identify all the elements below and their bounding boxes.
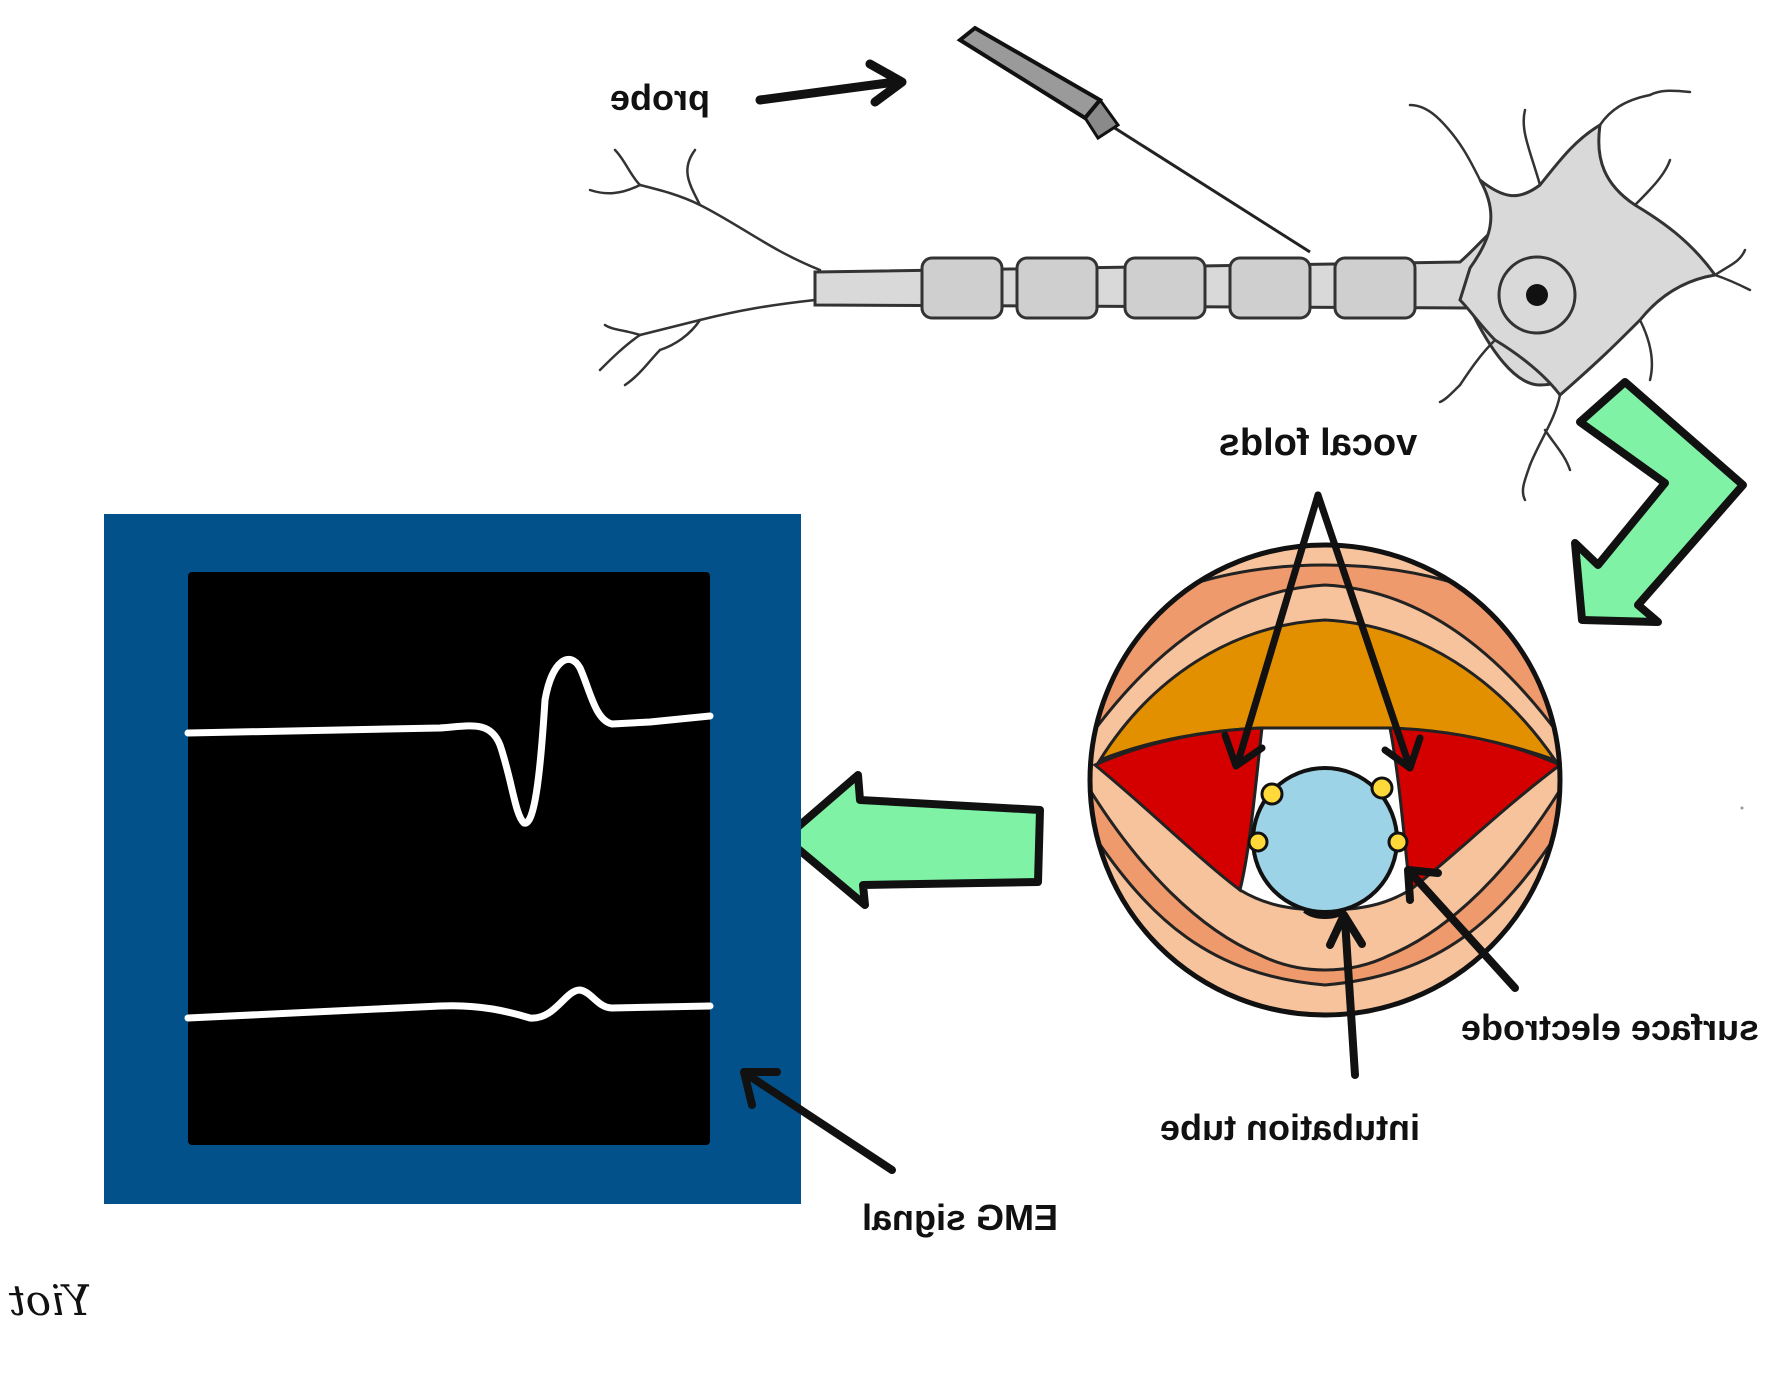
emg-trace-upper <box>184 655 714 827</box>
intubation-tube-pointer <box>1326 911 1366 1079</box>
larynx-cross-section-icon <box>1087 491 1563 1018</box>
flow-arrow-to-larynx <box>1571 378 1747 626</box>
emg-signal-label: EMG signal <box>862 1197 1058 1238</box>
flow-arrow-to-monitor <box>781 771 1044 909</box>
probe-pointer-arrow <box>755 59 907 107</box>
emg-monitor-icon <box>104 514 801 1204</box>
monitor-screen <box>188 572 710 1145</box>
surface-electrode-pointer <box>1404 866 1519 992</box>
probe-label: probe <box>610 77 710 118</box>
surface-electrodes <box>1247 776 1409 853</box>
emg-signal-pointer <box>740 1068 896 1174</box>
emg-trace-lower <box>184 986 714 1022</box>
vocal-folds-label: vocal folds <box>1219 422 1418 464</box>
neuron-icon <box>588 89 1752 502</box>
speck <box>1740 806 1744 810</box>
artist-signature: Yiot <box>9 1276 92 1325</box>
vocal-folds-pointers <box>1221 491 1424 772</box>
probe-needle-icon <box>956 25 1311 254</box>
surface-electrode-label: surface electrode <box>1461 1007 1759 1048</box>
intubation-tube-label: intubation tube <box>1160 1107 1420 1148</box>
